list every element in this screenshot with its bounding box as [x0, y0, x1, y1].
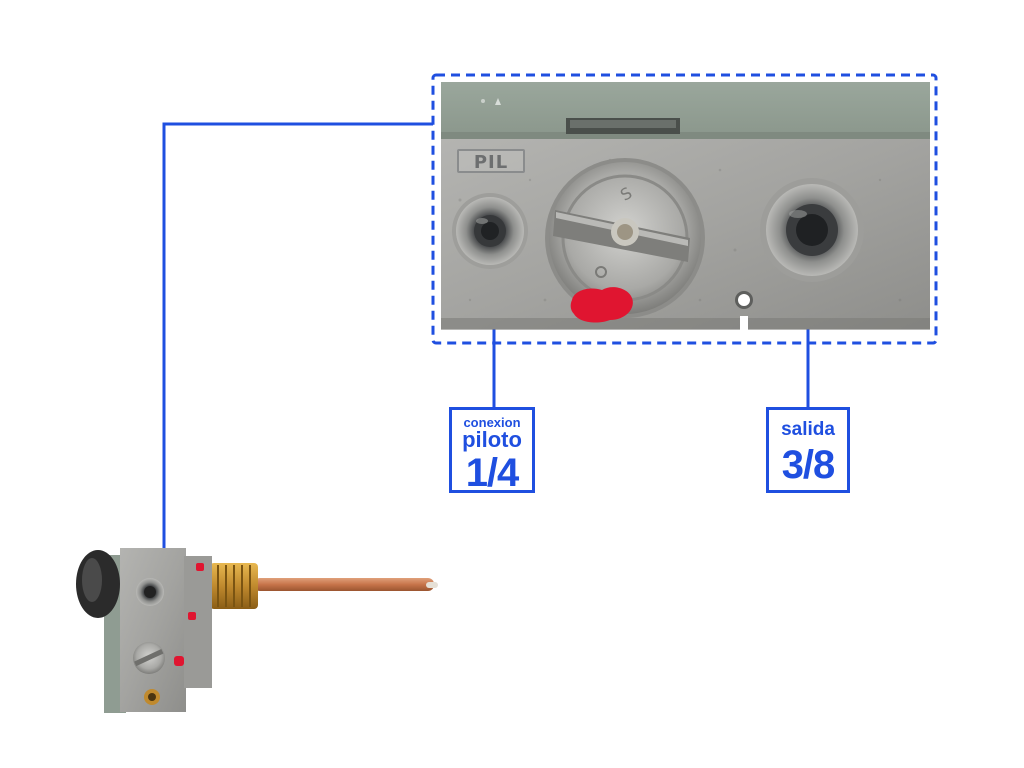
outlet-label-size: 3/8 [781, 443, 836, 487]
regulator-dial: S [545, 158, 705, 323]
outlet-label-line1: salida [781, 419, 835, 440]
red-seal-mark [570, 287, 633, 323]
outlet-label: salida 3/8 [766, 407, 850, 493]
copper-probe [254, 578, 434, 591]
pilot-label-size: 1/4 [465, 451, 520, 495]
pilot-port [452, 193, 528, 269]
valve-detail-photo: S [441, 82, 930, 330]
valve-stamp: PIL [457, 149, 525, 173]
valve-top-housing [441, 82, 930, 140]
leader-line-detail [162, 122, 433, 560]
outlet-port [760, 178, 864, 282]
full-valve-photo [76, 548, 438, 713]
pilot-label-line1: conexion [463, 415, 521, 430]
pilot-label-line2: piloto [462, 427, 522, 452]
detail-frame [431, 73, 938, 345]
pilot-connection-label: conexion piloto 1/4 [449, 407, 535, 493]
